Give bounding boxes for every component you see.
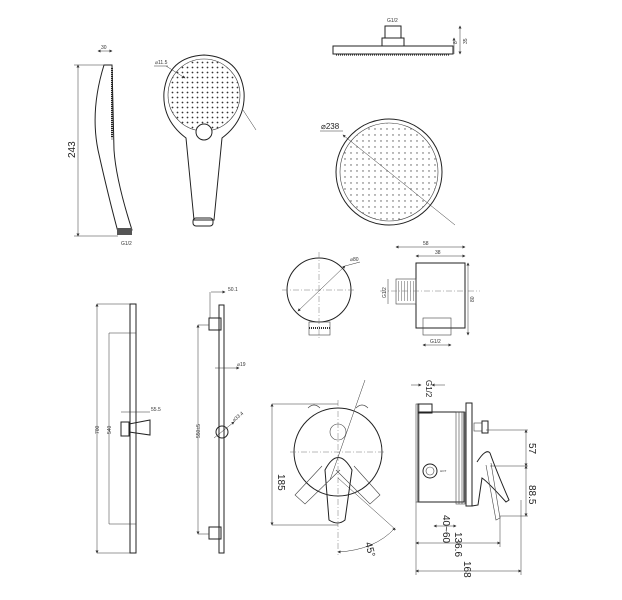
mixer-rotation-label: 45° bbox=[362, 541, 377, 558]
elbow-height-label: 80 bbox=[470, 296, 476, 302]
mixer-thread-label: G1/2 bbox=[424, 380, 433, 398]
mixer-box-label: HOT bbox=[440, 469, 447, 473]
overhead-thickness-label: 8 bbox=[453, 41, 459, 44]
hand-shower-side-view: 30 243 G1/2 bbox=[67, 45, 133, 247]
elbow-outlet-thread-label: G1/2 bbox=[430, 339, 441, 345]
hand-shower-diameter-label: ⌀11.5 bbox=[155, 60, 168, 66]
elbow-diameter-label: ⌀80 bbox=[350, 257, 359, 263]
overhead-height-label: 35 bbox=[463, 38, 469, 44]
wall-elbow-side-view: 58 38 80 G1/2 G1/2 bbox=[380, 241, 480, 347]
hand-shower-height-label: 243 bbox=[67, 141, 78, 158]
mixer-wall-depth-label: 40~60 bbox=[440, 515, 451, 544]
mixer-total-depth-label: 168 bbox=[461, 561, 472, 578]
rail-length-label: 700 bbox=[95, 425, 101, 434]
mixer-side-view: HOT G1/2 57 88.5 40~60 136.6 168 bbox=[411, 380, 537, 578]
hand-shower-thread-label: G1/2 bbox=[121, 241, 132, 247]
overhead-shower-side-view: G1/2 8 35 bbox=[332, 18, 469, 56]
elbow-width-label: 38 bbox=[435, 250, 441, 256]
mixer-depth-to-plate-label: 136.6 bbox=[452, 532, 463, 557]
rail-holder-depth-label: 55.5 bbox=[151, 407, 161, 413]
hand-shower-width-label: 30 bbox=[101, 45, 107, 51]
overhead-shower-top-view: ⌀238 bbox=[320, 118, 456, 226]
overhead-diameter-label: ⌀238 bbox=[321, 122, 340, 131]
rail-holder-span-label: 540 bbox=[107, 425, 113, 434]
rail-bracket-span-label: 550±5 bbox=[196, 424, 202, 438]
rail-slider-diameter-label: ⌀33.4 bbox=[231, 411, 245, 424]
mixer-front-view: 185 45° bbox=[270, 379, 397, 558]
mixer-height-label: 185 bbox=[275, 474, 286, 491]
slide-rail-side-view: 50.1 ⌀19 ⌀33.4 550±5 bbox=[196, 287, 246, 554]
overhead-thread-label: G1/2 bbox=[387, 18, 398, 24]
elbow-depth-label: 58 bbox=[423, 241, 429, 247]
rail-bracket-depth-label: 50.1 bbox=[228, 287, 238, 293]
slide-rail-front-view: 700 540 55.5 bbox=[95, 303, 161, 554]
elbow-inlet-thread-label: G1/2 bbox=[382, 287, 388, 298]
mixer-lower-offset-label: 88.5 bbox=[526, 485, 537, 505]
hand-shower-front-view: ⌀11.5 bbox=[154, 54, 257, 227]
wall-elbow-front-view: ⌀80 bbox=[282, 252, 361, 340]
mixer-upper-offset-label: 57 bbox=[526, 443, 537, 455]
rail-tube-diameter-label: ⌀19 bbox=[237, 362, 246, 368]
